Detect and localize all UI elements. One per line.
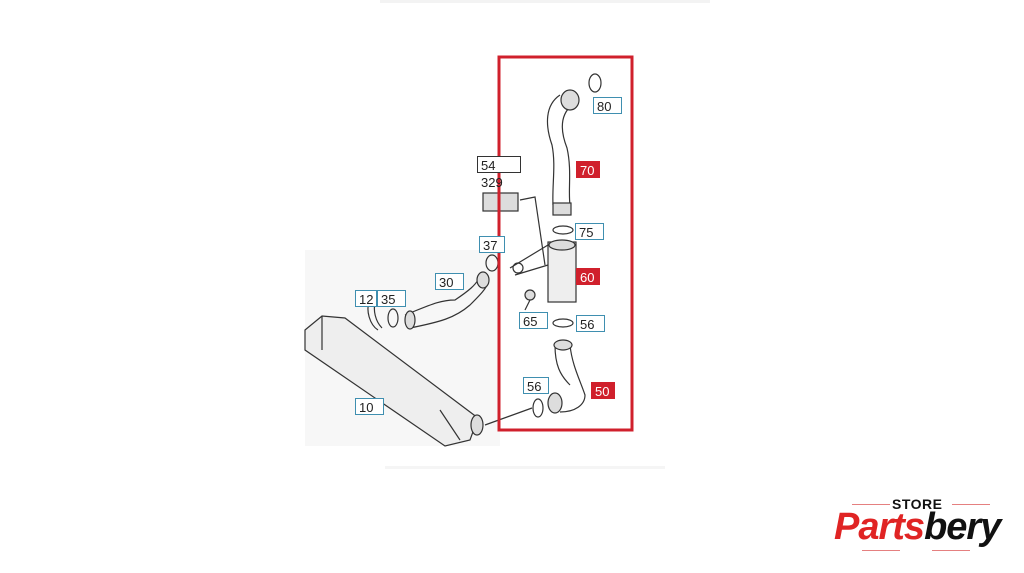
- logo-rule: [932, 550, 970, 551]
- part-label-30[interactable]: 30: [435, 273, 464, 290]
- part-label-56-lower[interactable]: 56: [523, 377, 549, 394]
- part-label-65[interactable]: 65: [519, 312, 548, 329]
- partsbery-logo: STORE Partsbery: [834, 494, 1006, 554]
- logo-brand-black: bery: [924, 506, 1001, 548]
- part-label-10[interactable]: 10: [355, 398, 384, 415]
- hose-50: [554, 344, 586, 413]
- logo-rule: [952, 504, 990, 505]
- part-label-50[interactable]: 50: [591, 382, 615, 399]
- logo-brand-text: Partsbery: [834, 506, 1001, 549]
- part-label-75[interactable]: 75: [575, 223, 604, 240]
- part-label-80[interactable]: 80: [593, 97, 622, 114]
- logo-brand-red: Parts: [834, 506, 925, 548]
- part-label-70[interactable]: 70: [576, 161, 600, 178]
- logo-rule: [852, 504, 890, 505]
- part-label-35[interactable]: 35: [377, 290, 406, 307]
- part-label-12[interactable]: 12: [355, 290, 377, 307]
- part-label-54329[interactable]: 54 329: [477, 156, 521, 190]
- logo-rule: [862, 550, 900, 551]
- part-label-60[interactable]: 60: [576, 268, 600, 285]
- part-label-56-upper[interactable]: 56: [576, 315, 605, 332]
- hose-70: [546, 94, 573, 206]
- part-label-37[interactable]: 37: [479, 236, 505, 253]
- logo-store-text: STORE: [892, 496, 943, 512]
- housing-60: [547, 241, 577, 303]
